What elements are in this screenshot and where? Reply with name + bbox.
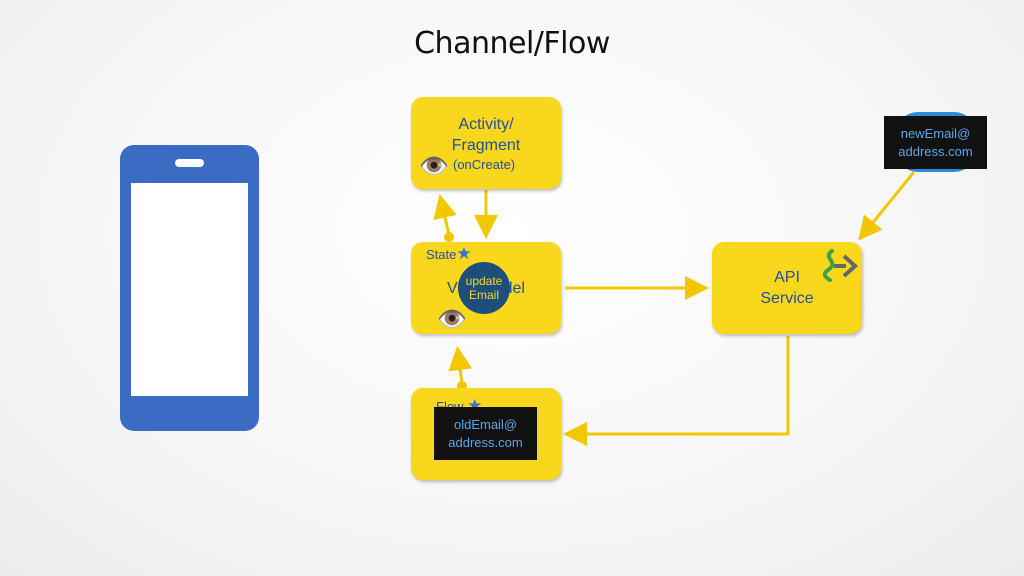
arrow-viewmodel-to-activity — [433, 194, 457, 236]
new-email-box: newEmail@ address.com — [884, 116, 987, 169]
star-icon: ★ — [456, 244, 472, 263]
arrow-flow-to-viewmodel — [448, 346, 473, 385]
eye-icon: 👁️ — [419, 153, 449, 180]
arrow-newemail-to-api — [858, 171, 916, 241]
new-email-line1: newEmail@ — [900, 125, 971, 141]
state-label-text: State — [426, 247, 457, 262]
phone-icon — [120, 145, 259, 431]
diagram-title: Channel/Flow — [414, 26, 610, 61]
bubble-line1: update — [465, 274, 503, 288]
retrofit-icon — [822, 249, 858, 282]
activity-label: Activity/ — [458, 116, 514, 133]
old-email-line1: oldEmail@ — [453, 416, 518, 432]
new-email-line2: address.com — [898, 143, 973, 159]
api-label: API — [774, 269, 800, 286]
activity-fragment-box: Activity/ Fragment (onCreate) 👁️ — [411, 97, 561, 189]
old-email-line2: address.com — [448, 434, 523, 450]
state-label: State★ — [426, 244, 472, 264]
fragment-label: Fragment — [451, 137, 521, 154]
bubble-line2: Email — [468, 288, 499, 302]
phone-screen — [131, 183, 248, 396]
api-service-box: API Service — [712, 242, 862, 334]
service-label: Service — [760, 290, 814, 307]
oncreate-label: (onCreate) — [453, 157, 516, 172]
arrow-dot-state — [444, 232, 454, 242]
arrow-api-to-flow — [563, 336, 790, 446]
update-email-bubble: update Email — [458, 262, 510, 314]
eye-icon: 👁️ — [437, 306, 467, 333]
phone-speaker — [175, 159, 204, 167]
old-email-box: oldEmail@ address.com — [434, 407, 537, 460]
